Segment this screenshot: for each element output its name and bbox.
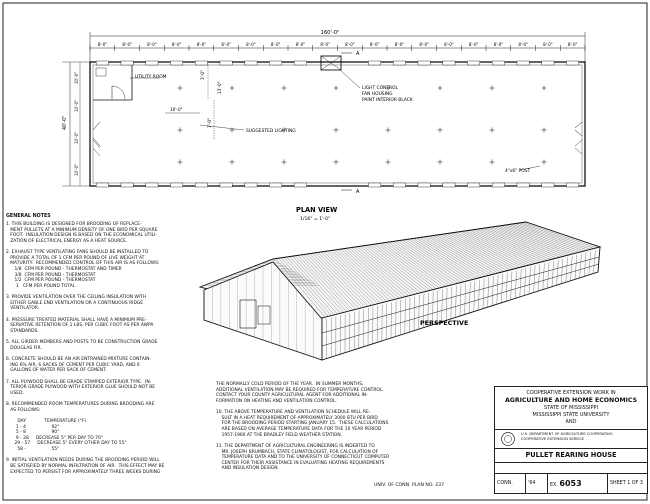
module-dim-label: 8'-0" xyxy=(271,42,281,47)
building-outline xyxy=(89,61,586,187)
org-line-5: AND xyxy=(565,418,577,425)
gable-door xyxy=(239,299,257,329)
module-dim-label: 8'-0" xyxy=(494,42,504,47)
module-dim-label: 8'-0" xyxy=(147,42,157,47)
title-block-info-row: CONN. '64 EX. 6053 SHEET 1 OF 3 xyxy=(495,473,647,494)
module-dim-label: 8'-0" xyxy=(221,42,231,47)
title-block: COOPERATIVE EXTENSION WORK IN AGRICULTUR… xyxy=(494,386,648,494)
module-dim-label: 8'-0" xyxy=(246,42,256,47)
org-line-4: MISSISSIPPI STATE UNIVERSITY xyxy=(532,411,610,418)
plan-view: 160'-0" 8'-0"8'-0"8'-0"8'-0"8'-0"8'-0"8'… xyxy=(62,30,586,222)
notes-heading: GENERAL NOTES xyxy=(6,214,51,219)
plan-number-footer: UNIV. OF CONN. PLAN NO. 237 xyxy=(374,483,444,488)
module-dim-label: 8'-0" xyxy=(395,42,405,47)
module-dim-label: 8'-0" xyxy=(296,42,306,47)
suggested-lighting-marks xyxy=(177,85,547,165)
left-dim-3: 10'-0" xyxy=(74,132,79,144)
drawing-name: PULLET REARING HOUSE xyxy=(495,448,647,463)
section-mark-bottom: A xyxy=(356,189,360,195)
year-cell: '64 xyxy=(525,474,547,494)
year-value: '64 xyxy=(528,481,536,486)
module-dim-label: 8'-0" xyxy=(345,42,355,47)
light-control-label: LIGHT CONTROL xyxy=(362,85,399,91)
module-dim-label: 8'-0" xyxy=(172,42,182,47)
inner-dim-a: 3'-0" xyxy=(200,70,205,80)
right-door xyxy=(574,121,583,137)
paint-interior-label: PAINT INTERIOR BLACK xyxy=(362,97,413,103)
side-wall-openings xyxy=(321,250,600,359)
overall-width-label: 160'-0" xyxy=(321,30,340,36)
perspective-view: PERSPECTIVE xyxy=(198,221,602,361)
module-dim-label: 8'-0" xyxy=(197,42,207,47)
perspective-label: PERSPECTIVE xyxy=(420,319,468,327)
plan-view-title: PLAN VIEW xyxy=(296,206,338,214)
module-dim-label: 8'-0" xyxy=(543,42,553,47)
title-block-seal-row: U.S. DEPARTMENT OF AGRICULTURE COOPERATI… xyxy=(495,429,647,449)
module-dim-label: 8'-0" xyxy=(469,42,479,47)
module-dim-label: 8'-0" xyxy=(518,42,528,47)
general-notes-body: 1. THIS BUILDING IS DESIGNED FOR BROODIN… xyxy=(6,222,165,475)
module-dim-label: 8'-0" xyxy=(444,42,454,47)
org-line-1: COOPERATIVE EXTENSION WORK IN xyxy=(526,390,616,396)
depth-label: 40'-0" xyxy=(62,116,68,130)
module-dim-label: 8'-0" xyxy=(370,42,380,47)
org-line-3: STATE OF MISSISSIPPI xyxy=(543,405,598,412)
left-dim-4: 10'-0" xyxy=(74,164,79,176)
conn-cell: CONN. xyxy=(495,474,525,494)
utility-room-label: UTILITY ROOM xyxy=(135,74,167,80)
left-door-1 xyxy=(92,121,101,147)
org-line-2: AGRICULTURE AND HOME ECONOMICS xyxy=(504,396,638,404)
sheet-value: 1 OF 3 xyxy=(627,481,643,486)
seal-icon xyxy=(501,432,515,446)
post-label: 4"x6" POST xyxy=(505,168,531,174)
section-mark-top: A xyxy=(356,51,360,57)
sheet-cell: SHEET 1 OF 3 xyxy=(607,474,647,494)
seal-text: U.S. DEPARTMENT OF AGRICULTURE COOPERATI… xyxy=(521,432,613,441)
module-dim-label: 8'-0" xyxy=(419,42,429,47)
general-notes-continued: THE NORMALLY COLD PERIOD OF THE YEAR. IN… xyxy=(216,382,390,472)
inner-dim-b: 7'-0" xyxy=(207,118,212,128)
suggested-lighting-label: SUGGESTED LIGHTING xyxy=(246,128,296,134)
inner-dim-c: 13'-0" xyxy=(217,81,222,94)
ex-cell: EX. 6053 xyxy=(547,474,607,494)
title-block-organization: COOPERATIVE EXTENSION WORK IN AGRICULTUR… xyxy=(495,387,647,427)
plan-view-scale: 1/16" = 1'-0" xyxy=(300,216,330,222)
module-dim-label: 8'-0" xyxy=(568,42,578,47)
module-dimension-ticks: 8'-0" 8'-0" 8'-0" 8'-0" 8'-0" 8'-0" 8'-0" 8'-0"… xyxy=(89,42,586,51)
sheet-label: SHEET xyxy=(610,481,626,486)
left-dim-1: 10'-0" xyxy=(74,72,79,84)
ex-value: 6053 xyxy=(559,479,582,488)
conn-label: CONN. xyxy=(497,481,513,486)
left-dim-2: 10'-0" xyxy=(74,100,79,112)
module-dim-label: 8'-0" xyxy=(98,42,108,47)
inner-dim-d: 10'-0" xyxy=(170,107,183,112)
ex-label: EX. xyxy=(550,483,558,488)
fan-housing-label: FAN HOUSING xyxy=(362,91,393,97)
module-dim-label: 8'-0" xyxy=(122,42,132,47)
fan-housing xyxy=(320,55,342,71)
module-dim-label: 8'-0" xyxy=(320,42,330,47)
